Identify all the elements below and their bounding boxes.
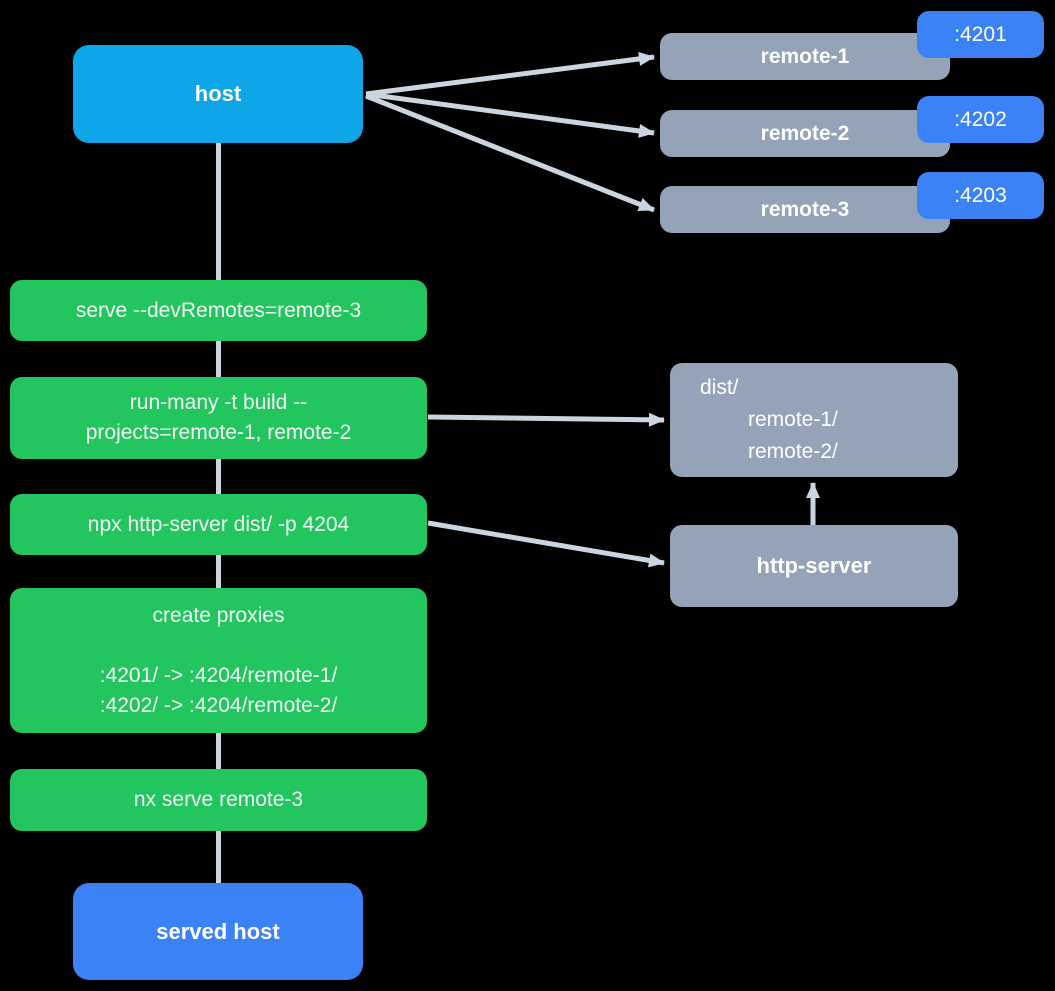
node-remote-1: remote-1 xyxy=(660,33,950,80)
node-host: host xyxy=(73,45,363,143)
step-run-many-build: run-many -t build -- projects=remote-1, … xyxy=(10,377,427,459)
host-label: host xyxy=(194,81,242,106)
step-create-proxies: create proxies :4201/ -> :4204/remote-1/… xyxy=(10,588,427,733)
step-nx-serve-remote-3: nx serve remote-3 xyxy=(10,769,427,831)
port-badge-4203: :4203 xyxy=(917,172,1044,219)
connector-host-to-remote-1 xyxy=(365,51,655,97)
port-badge-4202-label: :4202 xyxy=(954,107,1007,131)
node-dist-folder: dist/ remote-1/ remote-2/ xyxy=(670,363,958,477)
step-line: create proxies xyxy=(152,603,285,627)
step-line: npx http-server dist/ -p 4204 xyxy=(87,512,350,536)
step-line: :4202/ -> :4204/remote-2/ xyxy=(99,693,338,717)
step-line: run-many -t build -- xyxy=(129,391,308,414)
port-badge-4202: :4202 xyxy=(917,96,1044,143)
remote-3-label: remote-3 xyxy=(760,197,850,221)
port-badge-4201: :4201 xyxy=(917,11,1044,58)
step-npx-http-server: npx http-server dist/ -p 4204 xyxy=(10,494,427,555)
step-line: :4201/ -> :4204/remote-1/ xyxy=(99,663,338,687)
step-line: nx serve remote-3 xyxy=(133,788,304,811)
dist-line-root: dist/ xyxy=(700,376,739,399)
remote-1-label: remote-1 xyxy=(760,44,850,68)
node-remote-3: remote-3 xyxy=(660,186,950,233)
remote-2-label: remote-2 xyxy=(760,121,850,145)
connector-host-to-remote-2 xyxy=(365,91,655,138)
http-server-label: http-server xyxy=(756,553,872,578)
connector-runmany-to-dist xyxy=(427,412,665,427)
step-line: serve --devRemotes=remote-3 xyxy=(75,298,362,322)
connector-host-to-remote-3 xyxy=(365,93,655,213)
dist-line-remote-1: remote-1/ xyxy=(748,408,838,431)
connector-npx-to-httpserver xyxy=(427,520,665,568)
served-host-label: served host xyxy=(156,918,280,944)
node-served-host: served host xyxy=(73,883,363,980)
step-line: projects=remote-1, remote-2 xyxy=(85,421,352,444)
port-badge-4203-label: :4203 xyxy=(954,183,1007,207)
node-http-server: http-server xyxy=(670,525,958,607)
dist-line-remote-2: remote-2/ xyxy=(748,440,838,463)
step-serve-dev-remotes: serve --devRemotes=remote-3 xyxy=(10,280,427,341)
port-badge-4201-label: :4201 xyxy=(954,22,1007,46)
node-remote-2: remote-2 xyxy=(660,110,950,157)
